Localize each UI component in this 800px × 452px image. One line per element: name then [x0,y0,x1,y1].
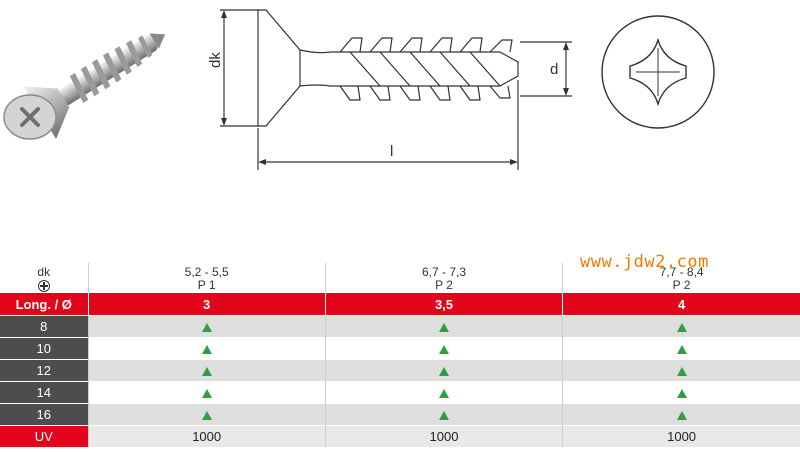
availability-cell [87,359,326,382]
uv-row: UV 1000 1000 1000 [0,425,800,447]
table-row: 10 [0,337,800,360]
available-triangle-icon [438,410,449,420]
l-dimension-label: l [390,143,393,160]
availability-cell [324,315,563,338]
screw-photo [3,33,166,140]
available-triangle-icon [201,322,212,332]
header-drive-value: P 2 [562,279,800,293]
header-dk-label: dk [37,265,51,279]
available-triangle-icon [438,344,449,354]
long-diameter-label: Long. / Ø [0,293,88,316]
diameter-value: 3,5 [324,293,563,316]
availability-cell [87,403,326,426]
uv-value: 1000 [324,425,563,447]
availability-cell [87,381,326,404]
diameter-value: 4 [562,293,800,316]
header-dk-value: 7,7 - 8,4 [562,263,800,279]
dk-dimension-label: dk [207,52,224,68]
availability-cell [324,359,563,382]
length-label: 12 [0,359,88,382]
available-triangle-icon [676,344,687,354]
available-triangle-icon [201,388,212,398]
table-row: 8 [0,315,800,338]
available-triangle-icon [676,322,687,332]
available-triangle-icon [438,322,449,332]
header-drive-cell [0,279,88,293]
diameter-row: Long. / Ø 3 3,5 4 [0,293,800,316]
availability-cell [87,315,326,338]
phillips-drive-icon [37,279,50,292]
availability-cell [324,403,563,426]
available-triangle-icon [676,388,687,398]
length-label: 16 [0,403,88,426]
uv-value: 1000 [562,425,800,447]
uv-label: UV [0,425,88,447]
availability-cell [562,381,800,404]
available-triangle-icon [438,388,449,398]
availability-cell [562,337,800,360]
header-row-dk: dk 5,2 - 5,5 6,7 - 7,3 7,7 - 8,4 [0,263,800,279]
available-triangle-icon [201,344,212,354]
uv-value: 1000 [87,425,326,447]
length-label: 10 [0,337,88,360]
header-drive-value: P 2 [324,279,563,293]
header-dk-value: 5,2 - 5,5 [87,263,326,279]
availability-cell [562,315,800,338]
availability-cell [562,359,800,382]
availability-cell [324,381,563,404]
available-triangle-icon [676,366,687,376]
spec-table: dk 5,2 - 5,5 6,7 - 7,3 7,7 - 8,4 P 1 P 2… [0,263,800,447]
table-row: 16 [0,403,800,426]
availability-cell [87,337,326,360]
length-label: 14 [0,381,88,404]
available-triangle-icon [201,366,212,376]
available-triangle-icon [438,366,449,376]
header-dk-value: 6,7 - 7,3 [324,263,563,279]
length-label: 8 [0,315,88,338]
available-triangle-icon [676,410,687,420]
availability-cell [562,403,800,426]
available-triangle-icon [201,410,212,420]
table-row: 14 [0,381,800,404]
table-row: 12 [0,359,800,382]
d-dimension-label: d [550,61,558,78]
diameter-value: 3 [87,293,326,316]
availability-cell [324,337,563,360]
header-drive-value: P 1 [87,279,326,293]
screw-technical-drawing: dk d l [207,9,572,170]
screw-head-top-view [601,15,715,129]
header-row-drive: P 1 P 2 P 2 [0,279,800,293]
